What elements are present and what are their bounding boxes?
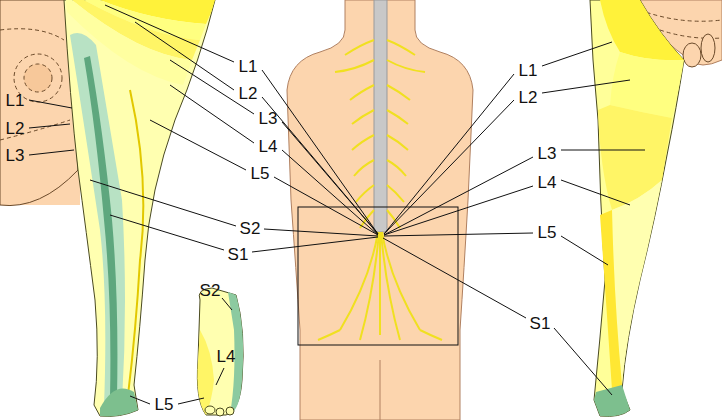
leg-outline xyxy=(64,0,215,416)
leader-line xyxy=(29,124,70,128)
leader-line xyxy=(262,97,378,234)
dermatome-label: L5 xyxy=(250,165,271,182)
leader-line xyxy=(29,100,72,108)
spinal-nerve xyxy=(318,330,442,340)
dermatome-label: L3 xyxy=(5,147,26,164)
toe xyxy=(205,406,215,414)
leader-line xyxy=(135,22,234,90)
spinal-nerve xyxy=(354,160,406,176)
leader-line xyxy=(222,298,232,310)
dermatome-label: L5 xyxy=(154,396,175,413)
dermatome-label: L1 xyxy=(238,58,259,75)
dermatome-band xyxy=(70,33,125,406)
dermatome-band xyxy=(197,330,214,415)
dermatome-label: L2 xyxy=(5,120,26,137)
spinal-nerve xyxy=(356,185,404,202)
leader-line xyxy=(384,157,533,235)
leader-line xyxy=(130,396,150,404)
leader-line xyxy=(262,70,378,234)
leader-line xyxy=(542,80,630,93)
gluteal-cleft xyxy=(380,360,381,420)
dermatome-label: S1 xyxy=(529,315,552,332)
leader-line xyxy=(561,180,630,205)
dermatome-label: L3 xyxy=(537,145,558,162)
dermatome-label: L1 xyxy=(5,92,26,109)
dermatome-band xyxy=(594,385,630,416)
spinal-nerve xyxy=(360,232,400,340)
leader-line xyxy=(150,120,246,170)
leader-line xyxy=(105,5,234,62)
leader-line xyxy=(264,229,378,236)
leader-line xyxy=(252,237,378,252)
dermatome-label: L3 xyxy=(258,110,279,127)
dermatome-label: S2 xyxy=(199,282,222,299)
torso-outline xyxy=(287,0,473,420)
leader-line xyxy=(274,177,378,235)
genital-outline xyxy=(683,43,701,67)
genital-outline xyxy=(701,34,715,62)
spinal-nerve xyxy=(379,232,381,335)
dermatome-label: L1 xyxy=(518,62,539,79)
spinal-nerve xyxy=(345,40,415,55)
dermatome-label: S2 xyxy=(239,220,262,237)
dermatome-label: L2 xyxy=(518,89,539,106)
dermatome-band xyxy=(600,0,684,60)
dermatome-band xyxy=(598,105,672,210)
spinal-nerve xyxy=(335,60,425,72)
buttock-ring xyxy=(24,64,52,92)
spinal-nerve xyxy=(352,135,408,150)
dermatome-band xyxy=(84,56,117,398)
dermatome-label: L4 xyxy=(537,174,558,191)
toe xyxy=(216,408,224,416)
leg-outline xyxy=(590,0,684,416)
leader-line xyxy=(561,150,645,151)
foot-outline xyxy=(197,288,243,415)
leader-lines xyxy=(29,5,645,404)
heel-band xyxy=(100,388,138,416)
spinal-nerve xyxy=(360,210,400,228)
leader-line xyxy=(384,74,514,234)
dermatome-boundary xyxy=(0,29,64,40)
leader-line xyxy=(542,42,612,66)
dermatome-boundary xyxy=(128,90,143,395)
leader-line xyxy=(216,368,224,385)
dermatome-boundary xyxy=(0,120,70,140)
toe xyxy=(226,407,234,415)
spinal-nerve xyxy=(352,110,408,124)
leader-line xyxy=(90,180,236,226)
dermatome-band xyxy=(600,210,622,390)
spinal-nerve xyxy=(350,85,410,100)
spinal-nerves xyxy=(318,40,442,340)
leader-line xyxy=(554,328,612,395)
leader-line xyxy=(110,215,224,250)
dermatome-label: L4 xyxy=(216,348,237,365)
lumbar-frame xyxy=(298,207,458,345)
dermatome-label: S1 xyxy=(227,246,250,263)
dermatome-band xyxy=(612,180,662,385)
leader-line xyxy=(282,150,378,235)
dermatome-label: L4 xyxy=(258,138,279,155)
leader-line xyxy=(29,150,74,155)
leader-line xyxy=(384,233,533,236)
leader-line xyxy=(282,122,378,234)
dermatome-label: L5 xyxy=(537,224,558,241)
leader-line xyxy=(561,236,608,265)
leader-line xyxy=(178,398,204,404)
spine xyxy=(374,0,387,232)
dermatome-label: L2 xyxy=(238,85,259,102)
leader-line xyxy=(383,238,526,318)
leader-line xyxy=(384,186,533,235)
